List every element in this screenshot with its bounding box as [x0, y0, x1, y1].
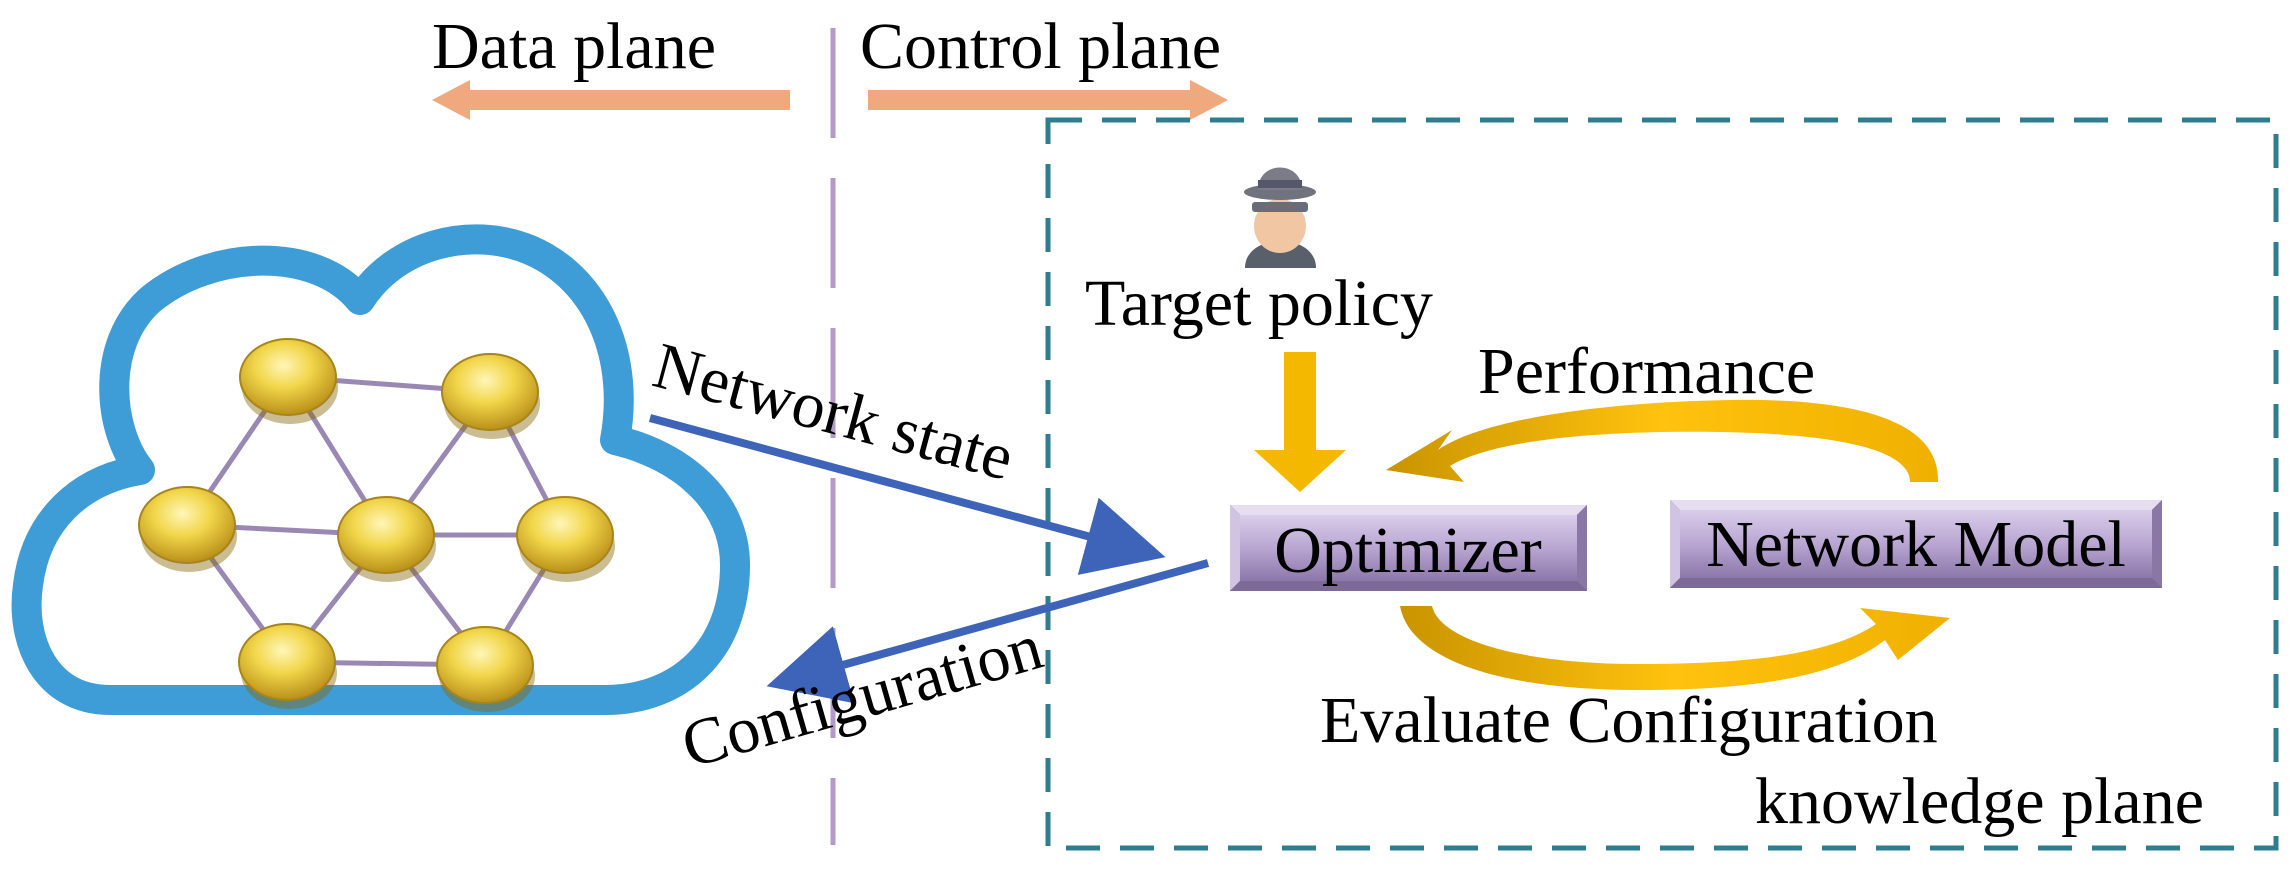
knowledge-plane-label: knowledge plane — [1755, 765, 2204, 838]
optimizer-box: Optimizer — [1230, 505, 1587, 591]
network-node — [239, 338, 338, 424]
target-policy-label: Target policy — [1085, 267, 1433, 340]
network-model-label: Network Model — [1706, 508, 2126, 581]
control-plane-label: Control plane — [860, 10, 1221, 83]
evaluate-configuration-arrow — [1400, 606, 1950, 690]
network-node — [337, 496, 436, 582]
network-state-arrow — [648, 414, 1166, 575]
network-node — [441, 353, 540, 439]
network-node — [516, 496, 615, 582]
evaluate-configuration-label: Evaluate Configuration — [1320, 684, 1938, 757]
cloud-icon — [11, 224, 750, 715]
network-model-box: Network Model — [1670, 500, 2162, 588]
target-policy-arrow — [1254, 352, 1346, 492]
data-plane-label: Data plane — [432, 10, 716, 83]
control-plane-arrow — [868, 80, 1228, 120]
user-with-hat-icon — [1244, 167, 1316, 268]
knowledge-plane-border — [1045, 117, 2279, 851]
performance-label: Performance — [1478, 335, 1815, 408]
configuration-arrow — [766, 559, 1210, 704]
network-node — [436, 626, 535, 712]
performance-arrow — [1386, 399, 1939, 482]
network-topology — [138, 338, 615, 712]
network-node — [138, 486, 237, 572]
optimizer-label: Optimizer — [1274, 514, 1542, 587]
network-node — [238, 623, 337, 709]
data-plane-arrow — [432, 80, 790, 120]
